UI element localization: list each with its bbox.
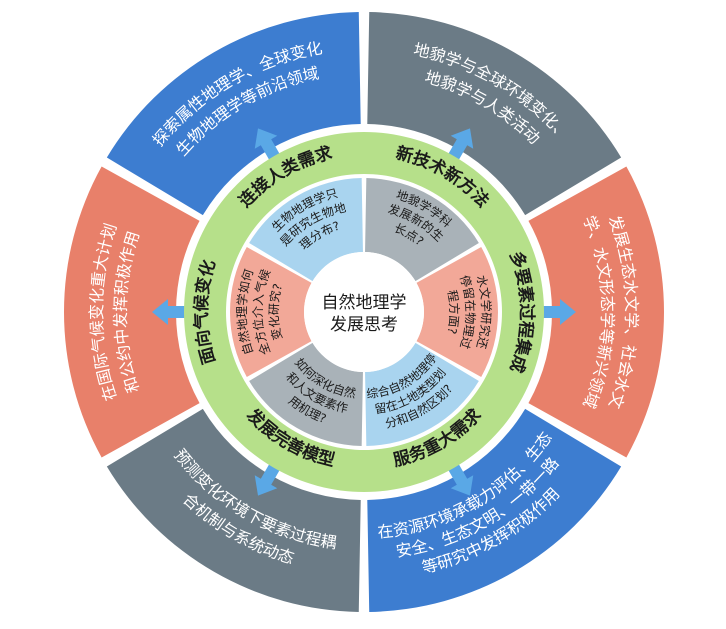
outer-segment-2 (528, 166, 665, 458)
center-title-line2: 发展思考 (330, 315, 398, 335)
inner-ring: 地貌学学科发展新的生长点?水文学研究还停留在物理过程方面?综合自然地理停留在土地… (229, 178, 499, 446)
outer-segment-4 (106, 408, 361, 612)
arrow-group (152, 128, 576, 496)
inner-segment-4 (249, 342, 363, 446)
inner-segment-6 (249, 178, 363, 282)
center-title-line1: 自然地理学 (322, 293, 407, 313)
inner-segment-5-text-line2: 全方位介入气候 (250, 267, 273, 357)
inner-segment-2-text-line3: 程方面? (445, 289, 463, 335)
inner-segment-2 (416, 247, 499, 377)
arrow-icon-6 (254, 128, 281, 161)
arrow-icon-2 (542, 299, 576, 325)
inner-segment-5-text-line3: 变化研究? (266, 282, 285, 342)
arrow-icon-4 (254, 463, 281, 496)
inner-segment-5 (229, 247, 312, 377)
arrow-icon-3 (447, 463, 474, 496)
outer-segment-1 (367, 12, 622, 216)
center-circle: 自然地理学 发展思考 (304, 252, 424, 372)
inner-segment-3 (365, 342, 479, 446)
outer-segment-5 (64, 166, 200, 458)
inner-segment-5-text-line1: 自然地理学如何 (234, 267, 256, 356)
arrow-icon-5 (152, 299, 186, 325)
center-disc (304, 252, 424, 372)
inner-segment-1 (365, 178, 479, 282)
outer-segment-3 (367, 408, 622, 612)
arrow-icon-1 (447, 128, 474, 161)
inner-segment-2-text-line2: 停留在物理过 (457, 273, 477, 350)
outer-segment-6 (106, 12, 361, 216)
